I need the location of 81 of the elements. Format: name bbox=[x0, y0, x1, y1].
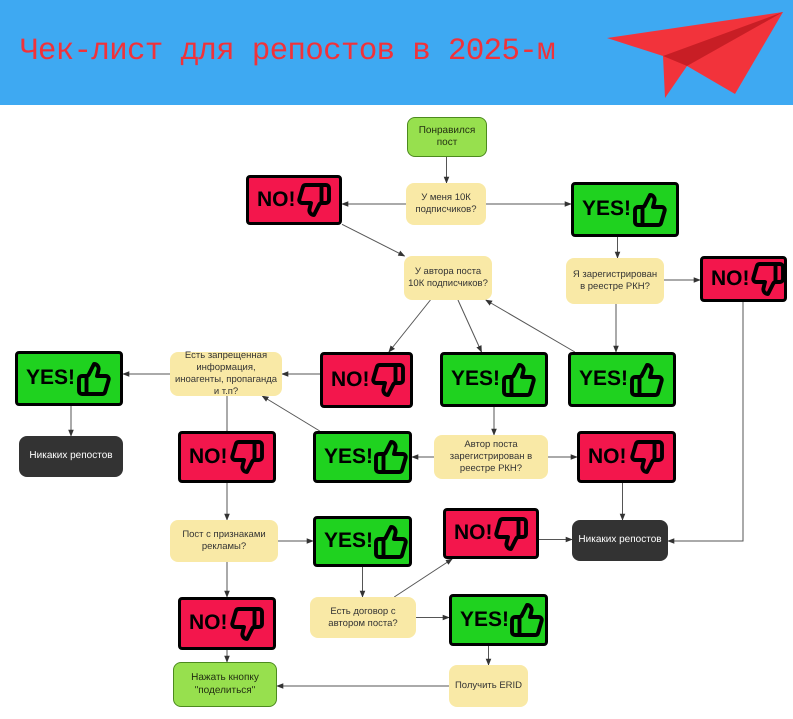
node-text: YES! bbox=[460, 606, 510, 633]
yes-card bbox=[313, 516, 412, 567]
yes-card bbox=[313, 431, 412, 483]
arrow bbox=[457, 300, 482, 353]
arrow bbox=[122, 371, 170, 377]
arrow bbox=[486, 201, 572, 207]
start-box bbox=[407, 117, 487, 157]
node-text: NO! bbox=[588, 444, 626, 470]
arrow bbox=[416, 614, 450, 620]
question-box bbox=[404, 256, 492, 300]
arrow bbox=[394, 558, 453, 598]
arrow bbox=[485, 300, 576, 352]
no-card bbox=[320, 352, 413, 408]
arrow bbox=[491, 406, 497, 436]
no-card bbox=[178, 597, 276, 650]
node-text: Понравился пост bbox=[418, 124, 476, 150]
arrow bbox=[224, 482, 230, 521]
yes-card bbox=[440, 352, 548, 407]
end-box bbox=[19, 436, 123, 477]
node-text: У автора поста 10К подписчиков? bbox=[408, 266, 488, 290]
arrow bbox=[281, 371, 320, 377]
node-text: Есть договор с автором поста? bbox=[327, 606, 399, 630]
no-card bbox=[577, 431, 676, 483]
node-text: YES! bbox=[26, 365, 76, 392]
arrow bbox=[360, 566, 366, 598]
node-text: Никаких репостов bbox=[29, 450, 113, 463]
node-text: Автор поста зарегистрирован в реестре РКН? bbox=[448, 439, 534, 475]
arrow bbox=[664, 277, 701, 283]
no-card bbox=[178, 431, 276, 483]
yes-card bbox=[15, 351, 123, 406]
node-text: YES! bbox=[324, 528, 374, 554]
arrow bbox=[68, 406, 74, 437]
yes-card bbox=[449, 594, 548, 646]
arrow bbox=[486, 646, 492, 666]
node-text: Есть запрещенная информация, иноагенты, пропаганда и т.п? bbox=[174, 350, 278, 398]
arrow bbox=[614, 236, 620, 259]
node-text: NO! bbox=[257, 186, 296, 213]
arrow bbox=[262, 396, 320, 432]
question-box bbox=[170, 520, 278, 562]
question-box bbox=[310, 597, 416, 638]
node-text: NO! bbox=[454, 520, 492, 546]
node-text: NO! bbox=[189, 610, 228, 636]
node-text: NO! bbox=[711, 266, 750, 292]
node-text: YES! bbox=[579, 366, 628, 392]
question-box bbox=[434, 435, 548, 479]
arrow bbox=[276, 683, 450, 689]
no-card bbox=[246, 175, 342, 225]
arrow bbox=[548, 454, 578, 460]
node-text: YES! bbox=[324, 444, 374, 470]
node-text: YES! bbox=[582, 196, 632, 222]
yes-card bbox=[571, 182, 679, 237]
arrow bbox=[667, 302, 744, 544]
question-box bbox=[406, 183, 486, 225]
node-text: YES! bbox=[451, 366, 500, 392]
arrow bbox=[388, 300, 431, 353]
end-box bbox=[572, 520, 668, 561]
arrow bbox=[224, 562, 230, 598]
arrow bbox=[278, 538, 314, 544]
arrow bbox=[411, 454, 434, 460]
node-text: У меня 10К подписчиков? bbox=[414, 192, 478, 216]
question-box bbox=[566, 258, 664, 304]
node-text: Получить ERID bbox=[454, 680, 522, 692]
no-card bbox=[443, 508, 539, 559]
node-text: NO! bbox=[189, 444, 228, 470]
arrow bbox=[620, 482, 626, 521]
arrow bbox=[444, 156, 450, 184]
arrow bbox=[341, 201, 406, 207]
node-text: NO! bbox=[331, 366, 370, 393]
yes-card bbox=[568, 352, 676, 407]
start-box bbox=[173, 662, 277, 707]
arrow bbox=[342, 224, 406, 256]
node-text: Никаких репостов bbox=[578, 534, 662, 547]
question-box bbox=[449, 665, 528, 707]
node-text: Я зарегистрирован в реестре РКН? bbox=[572, 269, 658, 293]
node-text: Нажать кнопку "поделиться" bbox=[190, 672, 260, 697]
no-card bbox=[700, 256, 787, 302]
arrow bbox=[613, 304, 619, 353]
node-text: Пост с признаками рекламы? bbox=[181, 529, 267, 553]
page-title: Чек-лист для репостов в 2025-м bbox=[20, 33, 555, 72]
arrow bbox=[538, 536, 573, 542]
arrow bbox=[224, 650, 230, 663]
